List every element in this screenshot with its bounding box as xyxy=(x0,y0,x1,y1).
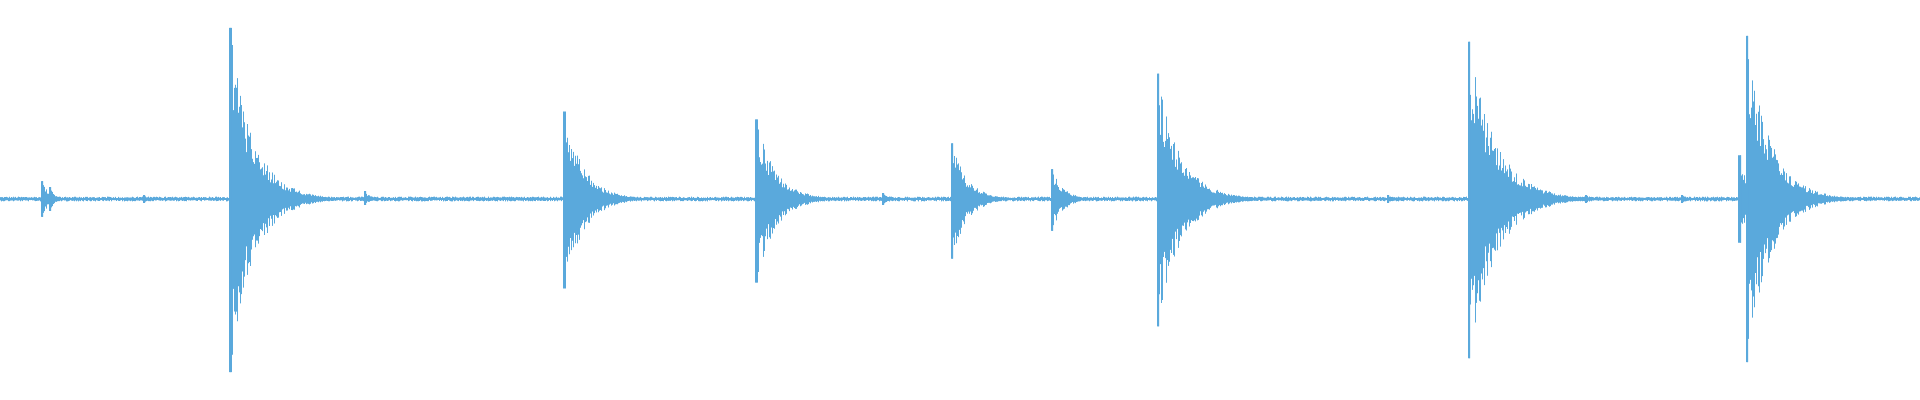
waveform-envelope xyxy=(0,27,1920,373)
